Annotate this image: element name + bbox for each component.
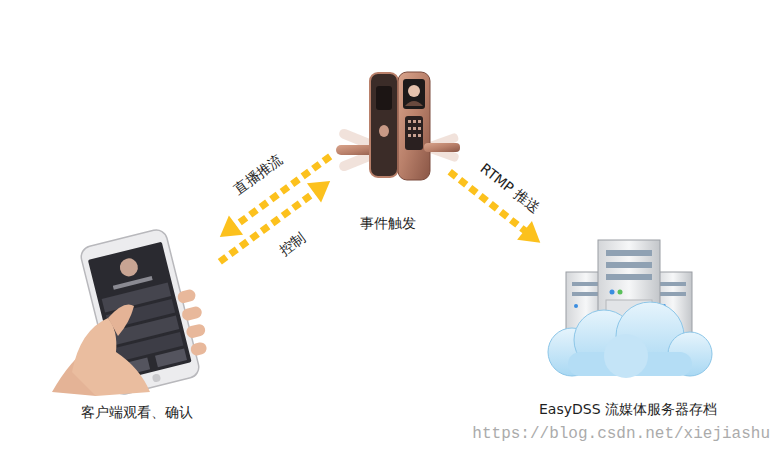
- door-lock-picture-part: [370, 73, 398, 177]
- server-cloud-picture-part: [572, 292, 600, 296]
- door-lock-picture-part: [403, 79, 425, 109]
- door-lock-picture-part: [408, 120, 411, 123]
- phone-in-hand-picture-part-part: [155, 348, 187, 367]
- illustration-node: 客户端观看、确认: [45, 232, 215, 398]
- server-cloud-picture-part: [604, 334, 648, 378]
- edge-label: 直播推流: [231, 151, 286, 197]
- node-caption-box: EasyDSS 流媒体服务器存档: [539, 400, 717, 418]
- arrow-head: [220, 215, 243, 236]
- door-lock-picture-part: [413, 134, 416, 137]
- illustration-node: 事件触发: [335, 68, 445, 182]
- server-cloud-picture-part: [660, 282, 686, 286]
- phone-in-hand-picture-part-part: [118, 256, 140, 278]
- server-cloud-picture-part: [606, 262, 652, 268]
- node-caption: EasyDSS 流媒体服务器存档: [539, 401, 717, 417]
- phone-in-hand-picture-part: [108, 305, 134, 337]
- door-lock-picture-part: [413, 127, 416, 130]
- door-lock-picture-part: [405, 101, 423, 106]
- server-cloud-picture-part: [618, 290, 623, 295]
- arrow-head: [307, 181, 330, 202]
- arrow-head: [517, 221, 540, 243]
- server-cloud-picture-part: [572, 282, 600, 286]
- door-lock-picture-part: [405, 116, 423, 150]
- door-lock-picture-part: [379, 125, 389, 137]
- server-cloud-picture-part: [606, 274, 652, 280]
- door-lock-picture-part: [418, 120, 421, 123]
- node-caption: 事件触发: [360, 215, 416, 231]
- illustration-node: EasyDSS 流媒体服务器存档: [545, 238, 715, 388]
- door-lock-picture-part: [424, 143, 460, 152]
- door-lock-picture-part: [398, 72, 430, 180]
- door-lock-picture-part: [418, 134, 421, 137]
- dashed-line: [220, 192, 316, 262]
- phone-in-hand-picture: [52, 224, 217, 397]
- node-caption-box: 客户端观看、确认: [81, 403, 193, 421]
- server-cloud-picture-part: [660, 292, 686, 296]
- phone-in-hand-picture-part-part: [152, 373, 162, 383]
- phone-in-hand-picture-part: [72, 318, 150, 396]
- server-cloud-picture: [548, 240, 712, 378]
- phone-in-hand-picture-part-part: [189, 341, 207, 357]
- edge-label: RTMP 推送: [477, 160, 542, 216]
- node-caption: 客户端观看、确认: [81, 404, 193, 420]
- door-lock-picture-part: [418, 127, 421, 130]
- edge-label: 控制: [275, 229, 307, 258]
- dashed-line: [234, 156, 330, 226]
- door-lock-picture-part: [413, 120, 416, 123]
- phone-in-hand-picture-part-part: [185, 323, 206, 339]
- server-cloud-picture-part: [606, 250, 652, 256]
- door-lock-picture: [336, 72, 460, 180]
- door-lock-picture-part: [408, 85, 420, 97]
- server-cloud-picture-part: [574, 304, 578, 308]
- server-cloud-picture-part: [610, 290, 615, 295]
- door-lock-picture-part: [408, 127, 411, 130]
- door-lock-picture-part: [408, 134, 411, 137]
- watermark: https://blog.csdn.net/xiejiashu: [472, 425, 770, 443]
- phone-in-hand-picture-part-part: [113, 276, 153, 290]
- node-caption-box: 事件触发: [360, 214, 416, 232]
- door-lock-picture-part: [376, 86, 392, 110]
- phone-in-hand-picture-part-part: [181, 305, 203, 321]
- phone-in-hand-picture-part-part: [176, 288, 196, 304]
